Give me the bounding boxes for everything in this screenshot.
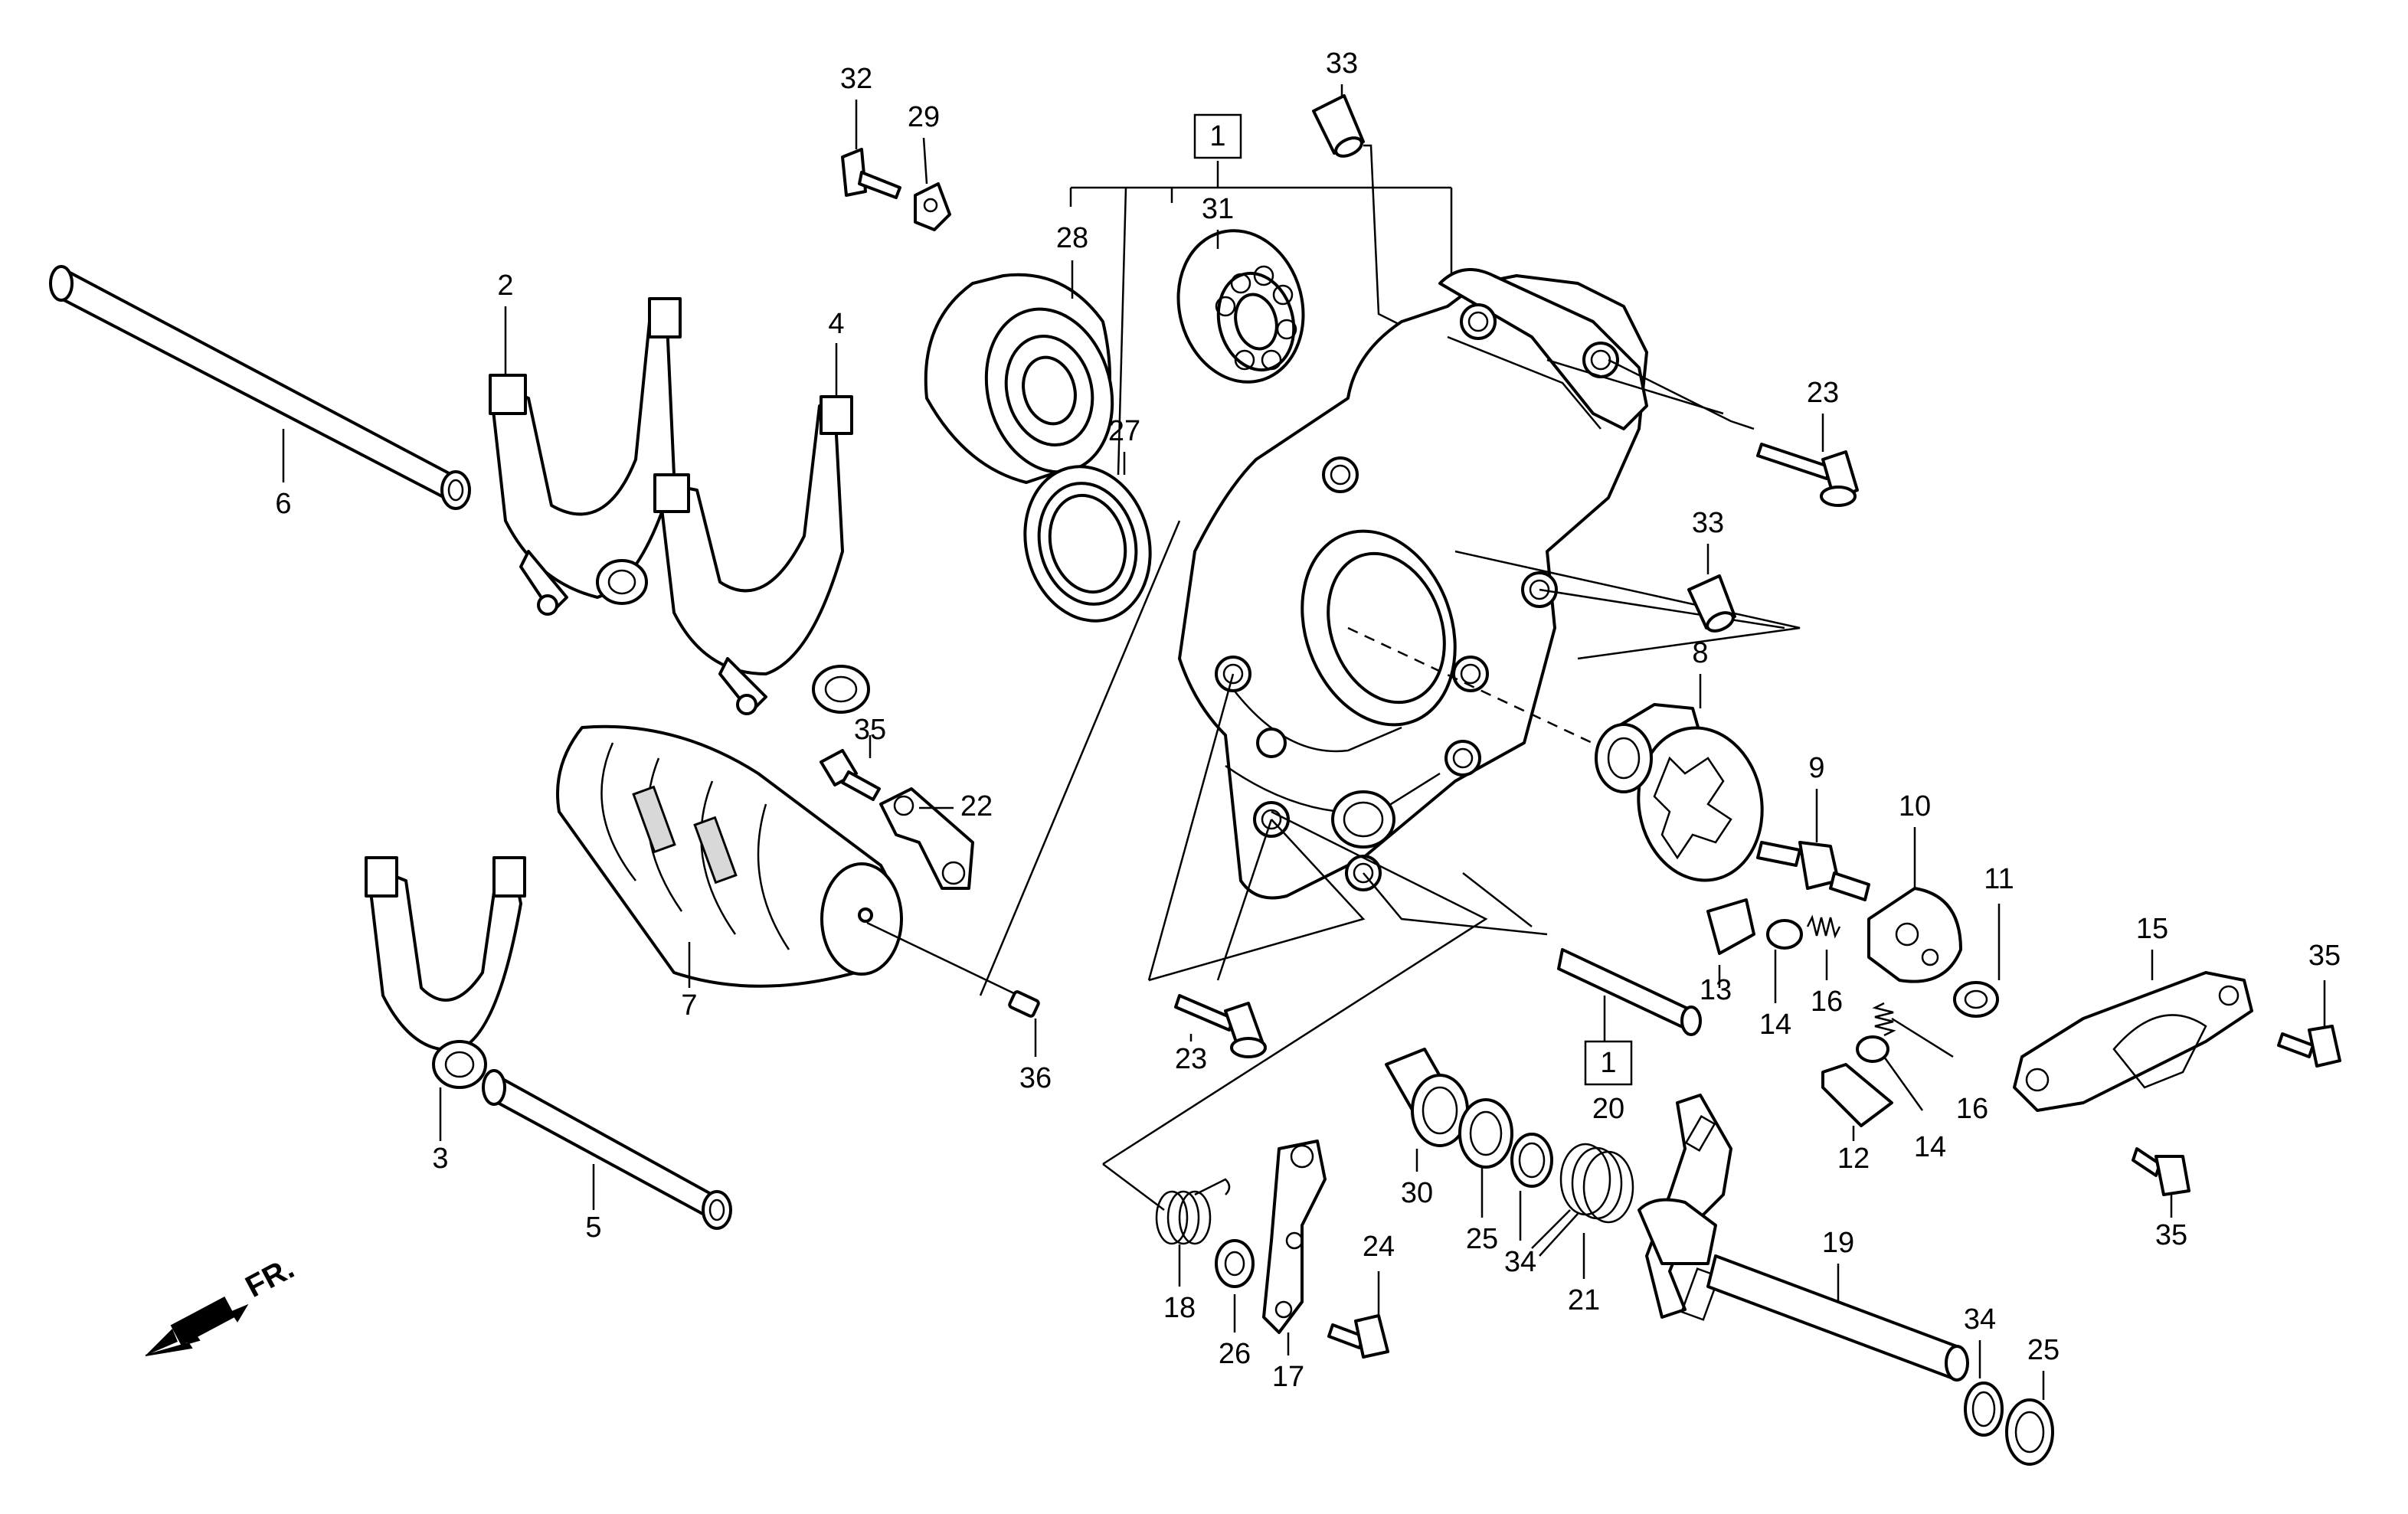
label-34-left: 34: [1504, 1246, 1536, 1278]
label-35-right: 35: [2308, 940, 2341, 972]
label-17: 17: [1272, 1361, 1304, 1393]
part-18-spring: [1155, 1178, 1231, 1245]
part-3-shift-fork: [365, 856, 526, 1089]
label-31: 31: [1202, 193, 1234, 225]
label-33-lower: 33: [1692, 507, 1724, 539]
part-9-bolt: [1756, 841, 1870, 901]
label-29: 29: [908, 101, 940, 133]
label-34-right: 34: [1964, 1303, 1996, 1336]
part-23-bolt-top: [1756, 443, 1859, 507]
label-6: 6: [275, 488, 291, 520]
label-15: 15: [2136, 913, 2168, 945]
label-36: 36: [1019, 1062, 1052, 1094]
label-8: 8: [1692, 637, 1708, 669]
part-15-guide-plate: [2013, 971, 2253, 1112]
label-12: 12: [1837, 1143, 1870, 1175]
part-22-stopper-plate: [879, 787, 974, 890]
part-6-shift-fork-shaft: [49, 265, 471, 510]
part-17-drum-shifter: [1262, 1140, 1327, 1334]
label-16-lower: 16: [1956, 1093, 1988, 1125]
label-22: 22: [960, 790, 993, 822]
front-direction-arrow: FR.: [145, 1251, 300, 1356]
part-30-needle-bearing: [1385, 1048, 1469, 1147]
label-27: 27: [1108, 415, 1140, 447]
part-4-shift-fork: [653, 395, 870, 715]
label-25-right: 25: [2027, 1334, 2060, 1366]
part-20-dowel-shaft: [1557, 948, 1702, 1036]
label-5: 5: [585, 1212, 601, 1244]
label-4: 4: [828, 308, 844, 340]
part-13-stopper: [1706, 898, 1755, 955]
label-19: 19: [1822, 1227, 1854, 1259]
part-35-bolt: [820, 749, 881, 801]
label-14-lower: 14: [1914, 1131, 1946, 1163]
part-31-bearing: [1176, 229, 1305, 384]
label-13: 13: [1700, 974, 1732, 1006]
ref-box-1-bottom: [1584, 1040, 1633, 1086]
label-32: 32: [840, 63, 872, 95]
part-29-setting-plate: [914, 182, 951, 231]
part-21-return-spring: [1531, 1143, 1634, 1257]
part-5-shift-fork-shaft: [482, 1069, 732, 1230]
label-20: 20: [1592, 1093, 1624, 1125]
part-24-bolt: [1327, 1314, 1389, 1359]
part-2-shift-fork: [489, 297, 682, 616]
label-1-bottom: 1: [1600, 1047, 1616, 1079]
part-8-drum-center: [1595, 703, 1764, 882]
part-27-bearing: [1023, 465, 1152, 623]
label-23-top: 23: [1807, 377, 1839, 409]
label-9: 9: [1808, 752, 1824, 784]
part-16-spring-upper: [1806, 914, 1841, 939]
part-23-bolt-bottom: [1174, 994, 1267, 1058]
part-10-stopper-arm: [1867, 887, 1962, 983]
part-35-bolt-lower: [2132, 1147, 2190, 1196]
part-32-screw: [841, 148, 901, 199]
label-23-bottom: 23: [1175, 1043, 1207, 1075]
part-26-washer: [1215, 1239, 1255, 1288]
part-7-shift-drum: [556, 724, 903, 988]
part-14-plunger-upper: [1766, 919, 1803, 950]
front-label: FR.: [240, 1251, 300, 1304]
label-30: 30: [1401, 1177, 1433, 1209]
label-33-top: 33: [1326, 47, 1358, 80]
label-28: 28: [1056, 222, 1088, 254]
part-25-washer: [1458, 1098, 1513, 1169]
label-14-upper: 14: [1759, 1009, 1791, 1041]
ref-box-1-top: [1193, 113, 1242, 159]
part-35-bolt-right: [2277, 1025, 2341, 1068]
part-33-dowel-pin-lower: [1687, 574, 1736, 633]
label-35-lower: 35: [2155, 1219, 2187, 1251]
part-12-stopper-plate: [1821, 1063, 1893, 1127]
label-3: 3: [432, 1143, 448, 1175]
part-28-bearing: [924, 273, 1114, 484]
label-11: 11: [1984, 863, 2014, 895]
label-16-upper: 16: [1811, 986, 1843, 1018]
part-25-washer-right: [2005, 1398, 2054, 1466]
label-24: 24: [1363, 1231, 1395, 1263]
part-34-circlip: [1510, 1133, 1553, 1188]
label-7: 7: [681, 989, 697, 1022]
part-16-spring-lower: [1872, 1002, 1896, 1037]
label-2: 2: [497, 270, 513, 302]
part-11-collar: [1953, 981, 1999, 1018]
part-34-circlip-right: [1964, 1382, 2004, 1437]
label-18: 18: [1163, 1292, 1196, 1324]
label-35-left: 35: [854, 714, 886, 746]
label-26: 26: [1219, 1338, 1251, 1370]
label-10: 10: [1899, 790, 1931, 822]
label-21: 21: [1568, 1284, 1600, 1316]
part-36-pin: [1008, 990, 1040, 1018]
label-25-left: 25: [1466, 1223, 1498, 1255]
part-14-plunger-lower: [1856, 1035, 1889, 1063]
part-19-gearshift-spindle: [1638, 1094, 1969, 1382]
part-33-dowel-pin: [1312, 94, 1365, 158]
label-1-top: 1: [1209, 120, 1225, 152]
